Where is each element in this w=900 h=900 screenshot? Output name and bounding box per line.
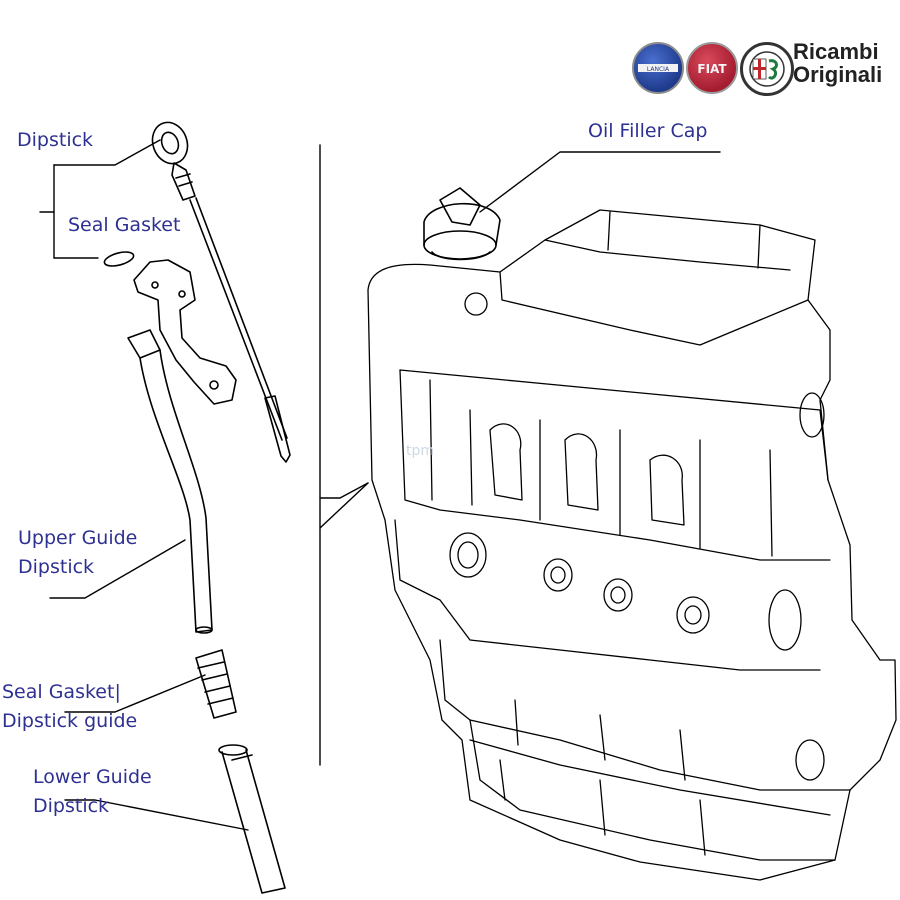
oil-filler-cap-part [423, 187, 501, 261]
label-seal-gasket-dipstick-guide: Seal Gasket| Dipstick guide [2, 678, 137, 736]
leader-upper-guide [49, 539, 186, 599]
lancia-logo: LANCIA [632, 42, 684, 94]
label-lower-guide-line-1: Lower Guide [33, 766, 152, 788]
label-upper-guide-line-1: Upper Guide [18, 527, 138, 549]
seal-gasket-guide-part [195, 649, 237, 719]
leader-seal-gasket-guide [64, 674, 206, 713]
bracket-part [133, 259, 237, 405]
brand-text: Ricambi Originali [793, 40, 882, 86]
label-upper-guide-line-2: Dipstick [18, 556, 95, 578]
bracket-hole [178, 290, 186, 298]
leader-oil-filler-cap [479, 151, 721, 213]
label-oil-filler-cap: Oil Filler Cap [588, 120, 708, 142]
bracket-hole [151, 281, 159, 289]
dipstick-part [151, 121, 291, 463]
label-dipstick: Dipstick [17, 129, 94, 151]
engine-block [367, 209, 897, 881]
label-lower-guide-dipstick: Lower Guide Dipstick [33, 763, 152, 821]
lancia-logo-text: LANCIA [647, 66, 670, 73]
fiat-logo: FIAT [686, 42, 738, 94]
label-seal-gasket-guide-line-1: Seal Gasket| [2, 681, 121, 703]
watermark-text: tpm [406, 443, 434, 459]
fiat-logo-text: FIAT [697, 62, 727, 76]
upper-guide-part [127, 329, 213, 634]
brand-line-2: Originali [793, 62, 883, 87]
seal-gasket-part [103, 251, 135, 267]
bracket-hole [209, 380, 219, 390]
label-lower-guide-line-2: Dipstick [33, 795, 110, 817]
leader-engine [319, 482, 369, 499]
label-seal-gasket-guide-line-2: Dipstick guide [2, 710, 138, 732]
lower-guide-part [218, 744, 286, 894]
label-upper-guide-dipstick: Upper Guide Dipstick [18, 524, 137, 582]
leader-dipstick [53, 139, 161, 166]
leader-engine-2 [319, 482, 369, 529]
label-seal-gasket: Seal Gasket [68, 214, 181, 236]
alfa-romeo-logo [740, 42, 794, 96]
brand-line-1: Ricambi [793, 39, 879, 64]
leader-lower-guide [64, 799, 249, 831]
leader-lines [39, 139, 721, 831]
